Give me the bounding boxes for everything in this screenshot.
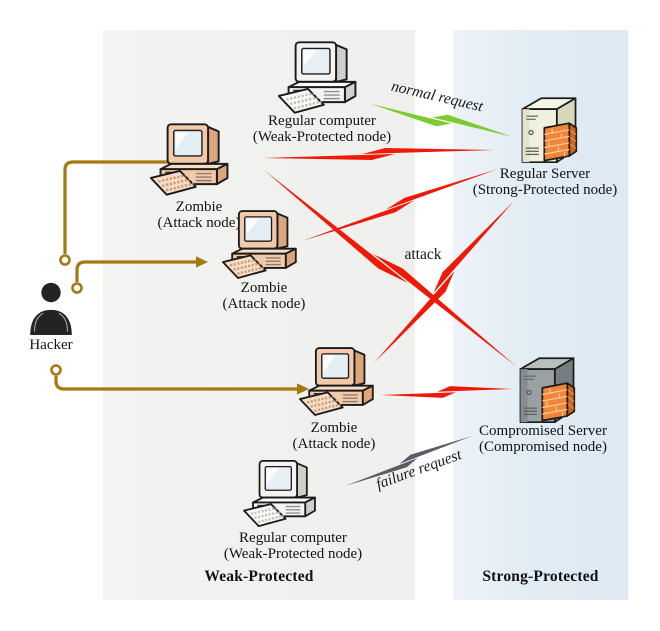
computer-icon-zombie-2 [222,206,306,283]
hacker-icon [25,280,77,338]
hacker-label: Hacker [29,337,73,353]
attack-label: attack [404,246,442,263]
zombie-2-label: Zombie(Attack node) [222,280,306,312]
weak-protected-zone: Weak-Protected [103,30,415,600]
command-arrow-zombie-1-origin-ring [59,254,71,266]
command-arrow-zombie-3-origin-ring [50,364,62,376]
computer-icon-regular-bottom [243,456,325,531]
zombie-3-label: Zombie(Attack node) [292,420,376,452]
compromised-server-label: Compromised Server(Compromised node) [479,423,607,455]
strong-zone-label: Strong-Protected [482,568,599,585]
regular-computer-top-label: Regular computer(Weak-Protected node) [252,113,392,145]
zombie-1-label: Zombie(Attack node) [157,199,241,231]
server-icon-regular [510,92,588,170]
regular-computer-bottom-label: Regular computer(Weak-Protected node) [223,530,363,562]
weak-zone-label: Weak-Protected [204,568,314,585]
server-icon-compromised [508,352,586,430]
computer-icon-zombie-3 [299,343,383,420]
computer-icon-regular-top [278,37,366,118]
regular-server-label: Regular Server(Strong-Protected node) [472,166,618,198]
